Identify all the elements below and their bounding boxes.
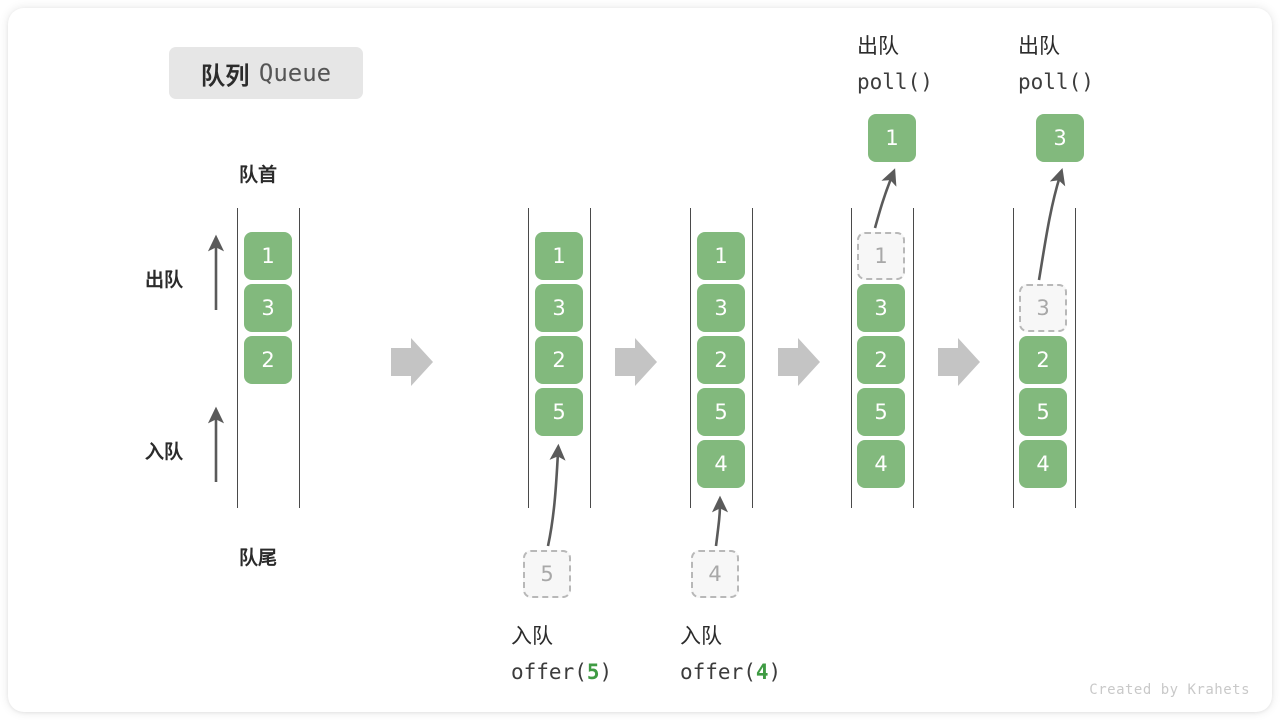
- queue-element: 3: [535, 284, 583, 332]
- dequeue-motion-arrow-3: [1037, 168, 1066, 281]
- operation-caption-chinese: 入队: [680, 624, 722, 648]
- operation-caption-poll-3: 出队 poll(): [1018, 28, 1094, 100]
- dequeue-motion-arrow-1: [873, 168, 897, 229]
- queue-element: 2: [535, 336, 583, 384]
- operation-caption-code: offer(5): [511, 660, 613, 684]
- operation-argument: 4: [755, 660, 769, 684]
- operation-caption-code: poll(): [1018, 70, 1094, 94]
- operation-caption-offer-4: 入队 offer(4): [680, 618, 781, 690]
- queue-ghost-element: 1: [857, 232, 905, 280]
- popped-element: 3: [1036, 114, 1084, 162]
- flow-arrow-icon: [615, 338, 657, 386]
- queue-element: 2: [1019, 336, 1067, 384]
- queue-element-new: 5: [535, 388, 583, 436]
- operation-caption-chinese: 出队: [1018, 34, 1060, 58]
- flow-arrow-icon: [391, 338, 433, 386]
- queue-rail-left-col1: [237, 208, 238, 508]
- operation-caption-poll-1: 出队 poll(): [857, 28, 933, 100]
- queue-rail-left-col4: [851, 208, 852, 508]
- diagram-card: 队列 Queue 队首 队尾 出队 入队 1 3 2 1 3 2 5 5 入队 …: [8, 8, 1272, 712]
- operation-argument: 5: [586, 660, 600, 684]
- queue-rail-right-col4: [913, 208, 914, 508]
- enqueue-motion-arrow-4: [711, 495, 729, 547]
- queue-element: 5: [857, 388, 905, 436]
- popped-element: 1: [868, 114, 916, 162]
- queue-ghost-element: 3: [1019, 284, 1067, 332]
- operation-caption-code: poll(): [857, 70, 933, 94]
- queue-element: 1: [535, 232, 583, 280]
- queue-element: 1: [697, 232, 745, 280]
- diagram-stage: 队列 Queue 队首 队尾 出队 入队 1 3 2 1 3 2 5 5 入队 …: [8, 8, 1272, 712]
- operation-caption-chinese: 出队: [857, 34, 899, 58]
- queue-element: 2: [857, 336, 905, 384]
- queue-element: 1: [244, 232, 292, 280]
- queue-head-label: 队首: [239, 164, 278, 186]
- operation-caption-offer-5: 入队 offer(5): [511, 618, 612, 690]
- title-english: Queue: [258, 59, 332, 87]
- queue-rail-right-col5: [1075, 208, 1076, 508]
- operation-caption-chinese: 入队: [511, 624, 553, 648]
- queue-tail-label: 队尾: [239, 547, 278, 569]
- enqueue-motion-arrow-5: [546, 443, 566, 547]
- queue-element: 4: [1019, 440, 1067, 488]
- queue-element-new: 4: [697, 440, 745, 488]
- title-chinese: 队列: [200, 61, 250, 90]
- queue-element: 3: [244, 284, 292, 332]
- flow-arrow-icon: [778, 338, 820, 386]
- queue-element: 2: [697, 336, 745, 384]
- queue-element: 3: [857, 284, 905, 332]
- queue-ghost-element: 5: [523, 550, 571, 598]
- queue-rail-left-col5: [1013, 208, 1014, 508]
- queue-rail-left-col3: [690, 208, 691, 508]
- queue-rail-right-col2: [590, 208, 591, 508]
- queue-element: 4: [857, 440, 905, 488]
- dequeue-direction-label: 出队: [145, 269, 184, 291]
- queue-element: 3: [697, 284, 745, 332]
- diagram-title-badge: 队列 Queue: [169, 47, 363, 99]
- queue-rail-right-col3: [752, 208, 753, 508]
- queue-element: 2: [244, 336, 292, 384]
- queue-ghost-element: 4: [691, 550, 739, 598]
- queue-rail-left-col2: [528, 208, 529, 508]
- queue-rail-right-col1: [299, 208, 300, 508]
- queue-element: 5: [1019, 388, 1067, 436]
- operation-caption-code: offer(4): [680, 660, 782, 684]
- enqueue-direction-label: 入队: [145, 441, 184, 463]
- queue-element: 5: [697, 388, 745, 436]
- flow-arrow-icon: [938, 338, 980, 386]
- credit-text: Created by Krahets: [1089, 682, 1250, 698]
- arrow-overlay: [207, 168, 1066, 547]
